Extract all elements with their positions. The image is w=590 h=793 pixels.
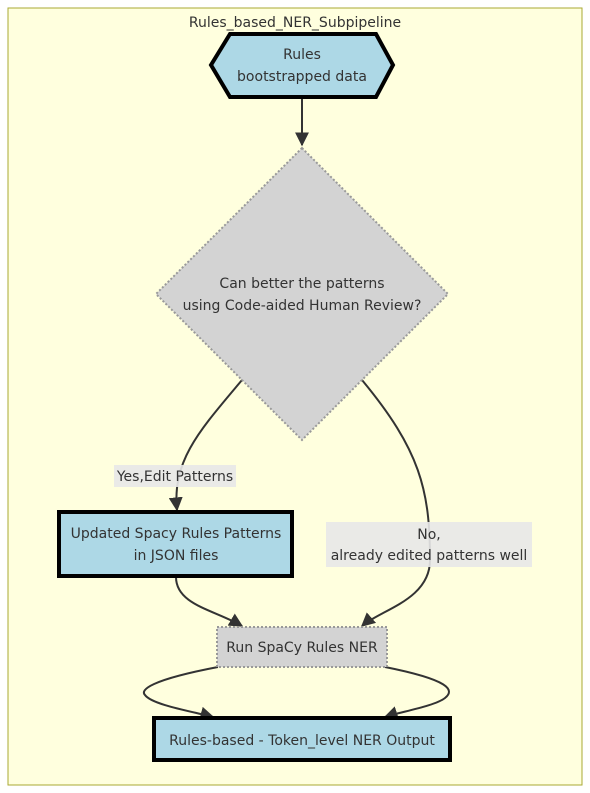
edge-run-to-output-right [383,666,450,720]
edge-run-to-output-left [142,666,219,721]
edge-label-yes: Yes,Edit Patterns [114,465,236,487]
node-output-label: Rules-based - Token_level NER Output [169,733,435,749]
node-rules-bootstrapped-data[interactable]: Rules bootstrapped data [208,32,396,99]
hexagon-shape [208,32,396,99]
node-run-label: Run SpaCy Rules NER [226,640,378,656]
edge-label-yes-text: Yes,Edit Patterns [116,469,233,485]
edge-label-no: No, already edited patterns well [326,522,532,567]
node-updated-patterns[interactable]: Updated Spacy Rules Patterns in JSON fil… [57,510,294,578]
edge-decision-to-updated [168,379,243,512]
run-spacy-box [216,626,388,668]
node-decision[interactable]: Can better the patterns using Code-aided… [154,146,450,442]
node-ner-output[interactable]: Rules-based - Token_level NER Output [152,716,452,762]
node-updated-line1: Updated Spacy Rules Patterns [71,526,282,542]
edge-label-no-line2: already edited patterns well [331,548,528,564]
node-decision-line2: using Code-aided Human Review? [183,298,422,314]
edge-label-no-line1: No, [417,527,441,543]
edge-updated-to-run [175,576,244,627]
diamond-shape [154,146,450,442]
updated-patterns-box [57,510,294,578]
subgraph-title: Rules_based_NER_Subpipeline [189,15,401,31]
ner-output-box [152,716,452,762]
node-updated-line2: in JSON files [134,548,219,564]
node-run-spacy[interactable]: Run SpaCy Rules NER [216,626,388,668]
node-start-line1: Rules [283,47,321,63]
node-start-line2: bootstrapped data [237,69,367,85]
node-decision-line1: Can better the patterns [219,276,384,292]
